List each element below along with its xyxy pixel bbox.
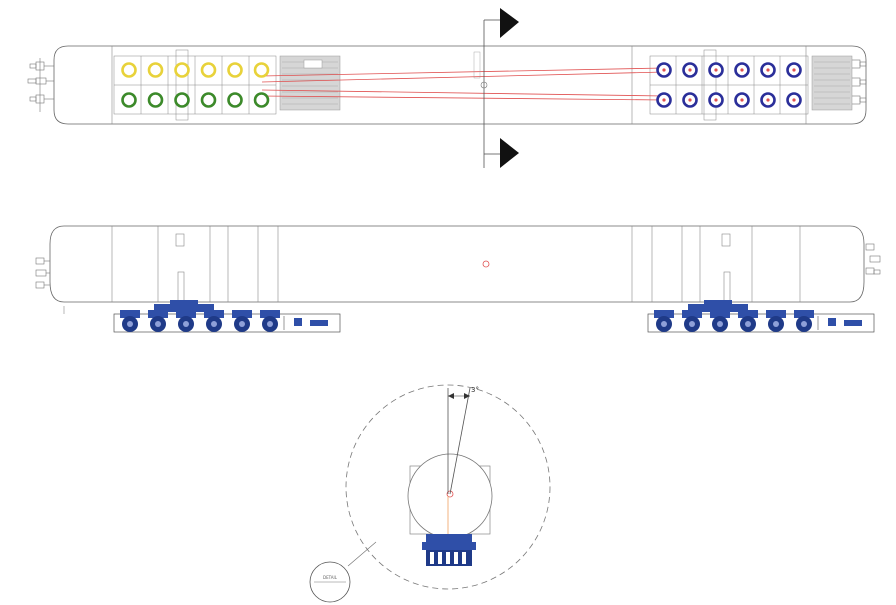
axle-block — [682, 310, 702, 318]
right-end-nozzles-side — [865, 243, 881, 275]
callout-leader — [347, 541, 377, 567]
section-arrow-bottom — [500, 138, 519, 168]
ring-center-dot — [792, 68, 796, 72]
section-arrow-top — [500, 8, 519, 38]
lifting-point-ring — [200, 92, 217, 108]
right-end-nozzles — [849, 59, 867, 105]
ring-center-dot — [766, 68, 770, 72]
axle-block — [738, 310, 758, 318]
axle-block — [710, 310, 730, 318]
saddle-top — [170, 300, 198, 305]
power-pack — [294, 318, 302, 326]
transporter-end-view — [422, 534, 476, 566]
lifting-point-ring — [121, 92, 137, 108]
vessel-outline-side — [49, 225, 865, 303]
wheel-hub — [717, 321, 723, 327]
vessel-center-marker — [446, 490, 454, 498]
axle-block — [120, 310, 140, 318]
right-hatched-table — [811, 55, 853, 111]
ring-center-dot — [766, 98, 770, 102]
top-plan-view — [27, 8, 867, 168]
lifting-point-ring — [147, 92, 164, 108]
transporter-right — [647, 300, 875, 333]
axle-block — [232, 310, 252, 318]
left-saddle-grid — [113, 49, 277, 121]
lifting-point-ring — [174, 62, 190, 78]
axle-block — [766, 310, 786, 318]
wheel-hub — [267, 321, 273, 327]
ring-center-dot — [740, 98, 744, 102]
blue-ring-row-lower — [656, 92, 802, 108]
lifting-point-ring — [227, 62, 243, 78]
axle-block — [654, 310, 674, 318]
saddle-top — [704, 300, 732, 305]
wheel-hub — [689, 321, 695, 327]
transporter-deck — [113, 313, 341, 333]
ring-center-dot — [688, 98, 692, 102]
axle-block — [260, 310, 280, 318]
left-end-nozzles-side — [35, 257, 50, 289]
control-unit — [844, 320, 862, 326]
left-hatched-table — [279, 55, 341, 111]
ring-center-dot — [740, 68, 744, 72]
rotated-axis-line — [449, 387, 471, 495]
wheel-hub — [801, 321, 807, 327]
lifting-point-ring — [121, 62, 137, 78]
callout-label: DETAIL — [323, 575, 338, 580]
green-ring-row — [121, 92, 270, 108]
rotation-envelope-circle — [345, 384, 551, 590]
yellow-ring-row — [121, 62, 270, 78]
wheel-hub — [183, 321, 189, 327]
ring-center-dot — [714, 68, 718, 72]
saddle-beam — [688, 304, 748, 312]
ring-center-dot — [792, 98, 796, 102]
ring-center-dot — [662, 68, 666, 72]
wheel-hub — [127, 321, 133, 327]
axle-block — [204, 310, 224, 318]
transporter-left — [113, 300, 341, 333]
wheel-hub — [745, 321, 751, 327]
section-cut-line — [473, 19, 500, 168]
side-elevation-view — [35, 225, 881, 333]
control-unit — [310, 320, 328, 326]
saddle-beam — [154, 304, 214, 312]
ring-center-dot — [714, 98, 718, 102]
lifting-point-ring — [253, 92, 270, 108]
wheel-hub — [239, 321, 245, 327]
lifting-point-ring — [227, 92, 243, 108]
lifting-point-ring — [200, 62, 217, 78]
vessel-outline-top — [53, 45, 867, 125]
axle-block — [794, 310, 814, 318]
lifting-point-ring — [174, 92, 190, 108]
wheel-hub — [155, 321, 161, 327]
ring-center-dot — [662, 98, 666, 102]
axle-block — [176, 310, 196, 318]
center-of-gravity-marker — [482, 260, 490, 268]
ring-center-dot — [688, 68, 692, 72]
lifting-lines — [261, 67, 665, 101]
wheel-hub — [211, 321, 217, 327]
end-view-detail: 3° DETAIL — [309, 384, 551, 603]
wheel-hub — [773, 321, 779, 327]
wheel-hub — [661, 321, 667, 327]
lifting-point-ring — [253, 62, 270, 78]
axle-block — [148, 310, 168, 318]
vessel-section-circle — [407, 453, 493, 539]
angle-label: 3° — [471, 386, 479, 394]
right-saddle-grid — [649, 49, 809, 121]
blue-ring-row-upper — [656, 62, 802, 78]
lifting-point-ring — [147, 62, 164, 78]
transporter-deck — [647, 313, 875, 333]
power-pack — [828, 318, 836, 326]
left-end-nozzles — [27, 58, 54, 112]
